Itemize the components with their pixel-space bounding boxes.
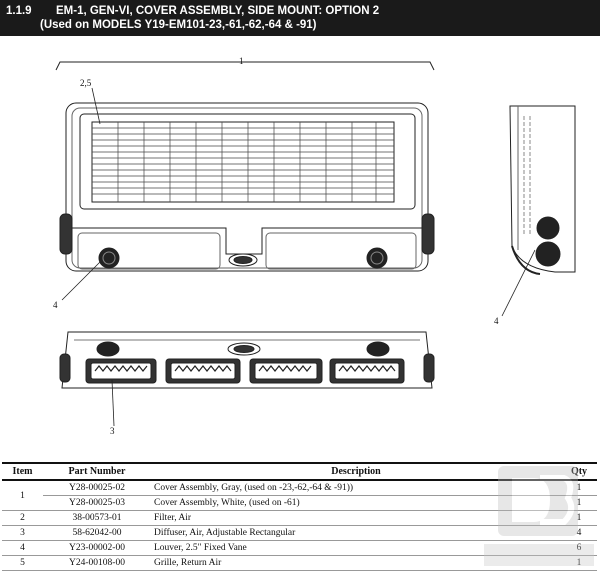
callout-bottom-3: 3: [110, 426, 115, 436]
cell-part-number: 58-62042-00: [43, 525, 151, 541]
cell-qty: 1: [561, 480, 597, 496]
cell-part-number: Y23-00002-00: [43, 540, 151, 556]
cell-qty: 4: [561, 525, 597, 541]
section-header: 1.1.9 EM-1, GEN-VI, COVER ASSEMBLY, SIDE…: [0, 0, 600, 36]
section-number: 1.1.9: [6, 5, 32, 17]
section-subtitle: (Used on MODELS Y19-EM101-23,-61,-62,-64…: [40, 19, 317, 31]
cell-description: Cover Assembly, White, (used on -61): [151, 495, 561, 511]
callout-dim-1: 1: [239, 56, 244, 66]
cell-description: Cover Assembly, Gray, (used on -23,-62,-…: [151, 480, 561, 496]
cell-item: 3: [2, 525, 43, 541]
cell-item: 5: [2, 555, 43, 571]
callout-front-4: 4: [53, 300, 58, 310]
cell-item: 4: [2, 540, 43, 556]
drawing-svg: [55, 61, 576, 427]
table-row: 3 58-62042-00 Diffuser, Air, Adjustable …: [2, 525, 597, 541]
header-description: Description: [151, 462, 561, 481]
technical-drawing: 1 2,5 4 4 3: [0, 36, 600, 460]
cell-description: Grille, Return Air: [151, 555, 561, 571]
cell-item: 1: [2, 480, 43, 511]
table-row: 4 Y23-00002-00 Louver, 2.5" Fixed Vane 6: [2, 540, 597, 556]
bottom-view: [59, 331, 435, 427]
header-item: Item: [2, 462, 43, 481]
cell-description: Louver, 2.5" Fixed Vane: [151, 540, 561, 556]
table-row: 1 Y28-00025-02 Cover Assembly, Gray, (us…: [2, 480, 597, 511]
table-row: 5 Y24-00108-00 Grille, Return Air 1: [2, 555, 597, 571]
cell-item: 2: [2, 510, 43, 526]
cell-qty: 1: [561, 510, 597, 526]
parts-table: Item Part Number Description Qty 1 Y28-0…: [2, 462, 597, 571]
front-view: [59, 87, 435, 301]
dimension-bracket: [55, 61, 435, 71]
callout-2-5: 2,5: [80, 78, 92, 88]
cell-part-number: 38-00573-01: [43, 510, 151, 526]
cell-part-number: Y24-00108-00: [43, 555, 151, 571]
cell-description: Filter, Air: [151, 510, 561, 526]
header-part-number: Part Number: [43, 462, 151, 481]
table-row: 2 38-00573-01 Filter, Air 1: [2, 510, 597, 526]
table-header-row: Item Part Number Description Qty: [2, 462, 597, 481]
table-row: Y28-00025-03 Cover Assembly, White, (use…: [2, 495, 597, 511]
cell-description: Diffuser, Air, Adjustable Rectangular: [151, 525, 561, 541]
cell-qty: 1: [561, 555, 597, 571]
cell-part-number: Y28-00025-02: [43, 480, 151, 496]
cell-part-number: Y28-00025-03: [43, 495, 151, 511]
section-title: EM-1, GEN-VI, COVER ASSEMBLY, SIDE MOUNT…: [56, 5, 380, 17]
callout-side-4: 4: [494, 316, 499, 326]
side-view: [501, 105, 576, 317]
cell-qty: 1: [561, 495, 597, 511]
cell-qty: 6: [561, 540, 597, 556]
header-qty: Qty: [561, 462, 597, 481]
